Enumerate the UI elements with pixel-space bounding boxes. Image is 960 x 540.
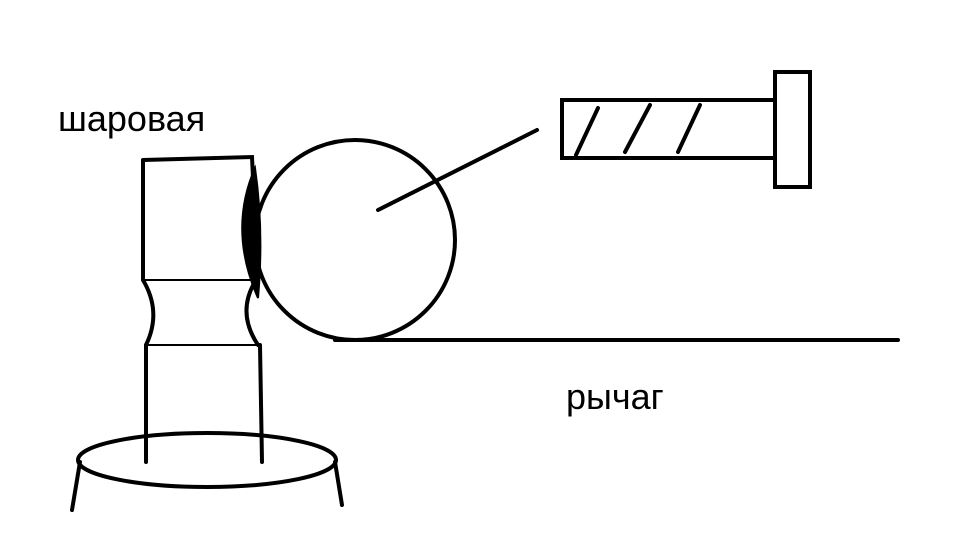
knuckle-mount xyxy=(70,431,344,512)
ball xyxy=(253,128,539,342)
bolt xyxy=(560,70,812,189)
ball-joint-stem xyxy=(144,343,264,464)
ball-joint-label: шаровая xyxy=(58,98,206,139)
mount-leg-right xyxy=(333,460,344,507)
bolt-shank xyxy=(560,98,777,160)
mount-leg-left xyxy=(70,460,82,512)
ball-joint xyxy=(141,154,264,464)
lever-label: рычаг xyxy=(566,376,664,417)
ball-joint-neck-curve-left xyxy=(141,278,156,347)
pointer-line xyxy=(376,128,539,212)
bolt-head xyxy=(773,70,812,189)
mount-ellipse xyxy=(76,431,338,489)
ball-circle xyxy=(253,138,457,342)
ball-joint-crescent xyxy=(241,164,262,299)
ball-joint-neck xyxy=(142,279,259,346)
bolt-thread-hatch xyxy=(574,103,702,157)
ball-joint-housing xyxy=(141,154,260,282)
